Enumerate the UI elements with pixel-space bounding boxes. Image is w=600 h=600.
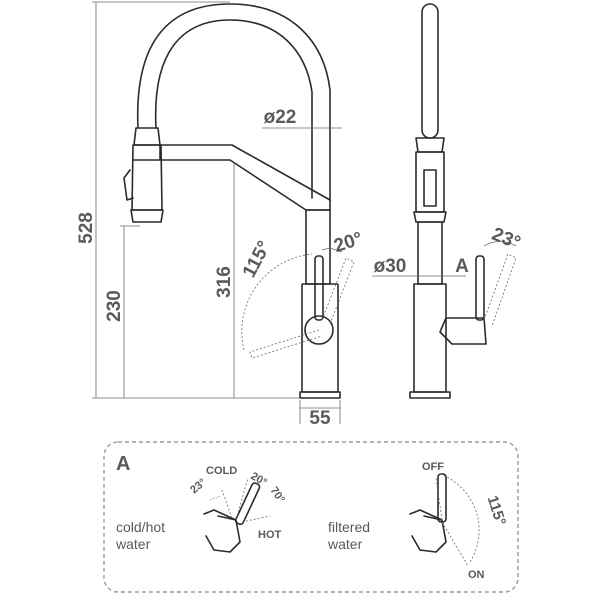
- cold-hot-joint: [217, 515, 237, 521]
- detail-panel-border: [103, 441, 519, 593]
- front-view: [92, 1, 355, 424]
- dim-side-tilt: 23°: [489, 224, 524, 254]
- dim-total-height: 528: [76, 212, 97, 244]
- filtered-caption-line1: filtered: [328, 519, 370, 535]
- dim-lever-swing: 115°: [239, 238, 276, 282]
- side-spray-nozzle: [413, 211, 447, 223]
- on-label: ON: [468, 569, 485, 581]
- side-base: [409, 391, 451, 399]
- dim-spout-height: 230: [104, 290, 125, 322]
- hot-label: HOT: [258, 529, 282, 541]
- dim-lever-tilt: 20°: [331, 228, 365, 257]
- filtered-swing-arc: [439, 473, 480, 563]
- spout-arm: [159, 144, 331, 211]
- dim-column-height: 316: [214, 266, 235, 298]
- lever-handle: [314, 255, 324, 321]
- cold-line: [235, 477, 249, 521]
- side-spray-top: [415, 137, 445, 153]
- side-lever-block: [439, 317, 487, 345]
- lever-open-position: [249, 329, 323, 359]
- cold-hot-caption-line1: cold/hot: [116, 519, 165, 535]
- on-line: [441, 521, 469, 567]
- hose-inner: [154, 19, 313, 199]
- swing-arc-115: [241, 253, 313, 351]
- side-lever-handle: [475, 255, 485, 321]
- spray-head-body: [131, 144, 163, 211]
- filtered-joint: [423, 515, 443, 521]
- side-body: [413, 283, 447, 393]
- lever-tilt-position: [321, 257, 355, 325]
- side-detail-marker: A: [455, 256, 469, 277]
- lever-knob: [304, 315, 334, 345]
- angle-23-tick: [209, 495, 221, 501]
- spray-head-top: [133, 127, 161, 146]
- off-line: [435, 477, 443, 521]
- spray-head-nozzle: [130, 209, 164, 223]
- side-view: [372, 3, 517, 399]
- spray-head-trigger: [123, 169, 134, 201]
- side-hose: [421, 3, 439, 139]
- base: [299, 391, 341, 399]
- filtered-body: [409, 509, 447, 553]
- column-upper: [305, 209, 331, 285]
- side-spray-button: [423, 169, 437, 207]
- dim-hose-diameter: ø22: [264, 107, 297, 128]
- dim-base-width: 55: [309, 408, 331, 429]
- angle-23-line: [221, 489, 233, 519]
- side-column: [417, 221, 443, 285]
- detail-panel-marker: A: [116, 453, 130, 475]
- hot-line: [241, 515, 271, 523]
- tilt-arc-20: [321, 247, 343, 253]
- cold-label: COLD: [206, 465, 237, 477]
- cold-hot-caption-line2: water: [115, 536, 151, 552]
- off-label: OFF: [422, 461, 444, 473]
- angle-70-label: 70°: [268, 485, 287, 506]
- filtered-angle-115-label: 115°: [484, 494, 510, 528]
- side-spray-body: [415, 151, 445, 213]
- hose-outer: [136, 3, 331, 201]
- cold-hot-lever: [234, 482, 261, 526]
- detail-cold-hot: [203, 477, 271, 553]
- filtered-caption-line2: water: [327, 536, 363, 552]
- angle-23-label: 23°: [188, 476, 208, 496]
- side-tilt-arc: [483, 241, 517, 247]
- filtered-lever: [437, 473, 447, 523]
- detail-filtered: [409, 473, 480, 567]
- cold-hot-body: [203, 509, 241, 553]
- dim-body-diameter: ø30: [374, 256, 407, 277]
- side-lever-tilt: [483, 253, 517, 327]
